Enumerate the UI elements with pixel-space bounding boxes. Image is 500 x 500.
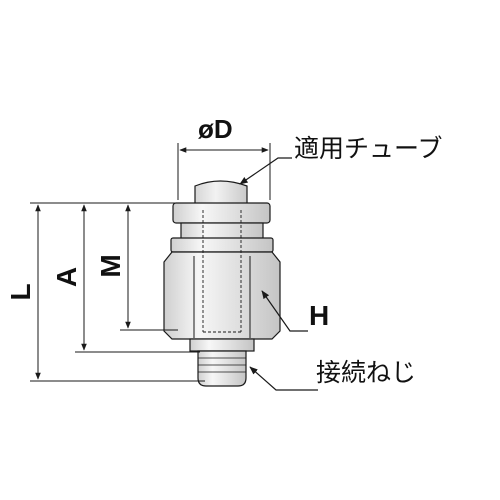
- fitting-body: [163, 180, 281, 387]
- thread-leader: [249, 366, 318, 391]
- L-label: L: [5, 283, 36, 300]
- M-label: M: [95, 254, 126, 277]
- height-extension-lines: [30, 202, 205, 382]
- tube-label: 適用チューブ: [294, 134, 443, 163]
- thread-marks: [198, 357, 246, 373]
- hex-leader: [261, 290, 308, 332]
- diameter-dimension: [177, 143, 271, 200]
- hidden-lines: [202, 210, 242, 333]
- thread-label: 接続ねじ: [316, 358, 416, 387]
- A-label: A: [51, 267, 82, 287]
- tube-leader: [239, 157, 292, 185]
- collet-ring: [172, 202, 271, 224]
- H-label: H: [309, 300, 329, 331]
- neck: [180, 222, 264, 240]
- tube-stub: [194, 180, 248, 206]
- hex-nut: [163, 251, 281, 340]
- collar: [170, 237, 274, 253]
- diameter-label: øD: [198, 114, 233, 144]
- base-flange: [189, 338, 255, 352]
- thread-shank: [197, 350, 247, 387]
